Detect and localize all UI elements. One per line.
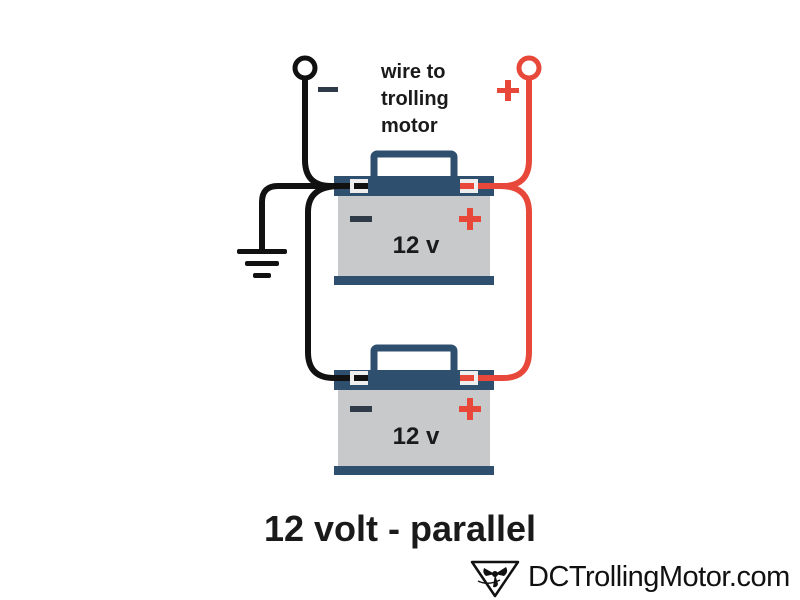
battery-voltage-label: 12 v bbox=[392, 232, 440, 259]
battery-lid bbox=[334, 370, 494, 390]
wire-label-line: trolling bbox=[381, 88, 449, 110]
ground-icon bbox=[237, 249, 287, 278]
positive-wiring bbox=[463, 75, 532, 381]
battery-positive-sign bbox=[459, 398, 481, 420]
battery-body bbox=[338, 196, 490, 276]
battery-base bbox=[334, 466, 494, 475]
battery-positive-sign bbox=[459, 208, 481, 230]
wire-label-line: motor bbox=[381, 115, 438, 137]
battery-negative-sign bbox=[350, 216, 372, 222]
diagram-caption: 12 volt - parallel bbox=[263, 508, 537, 549]
battery-negative-sign bbox=[350, 406, 372, 412]
negative-terminal-ring bbox=[292, 55, 318, 81]
wire-label-line: wire to bbox=[381, 61, 446, 83]
battery-terminals bbox=[350, 179, 478, 385]
positive-terminal-ring bbox=[516, 55, 542, 81]
negative-terminal-sign bbox=[318, 87, 338, 92]
battery-bottom bbox=[334, 344, 494, 475]
battery-lid bbox=[334, 176, 494, 196]
battery-body bbox=[338, 390, 490, 466]
positive-terminal-sign bbox=[497, 80, 519, 101]
propeller-logo-icon bbox=[470, 560, 520, 598]
brand-text: DCTrollingMotor.com bbox=[528, 561, 790, 593]
wire-to-motor-label: wire to trolling motor bbox=[381, 59, 501, 140]
battery-top bbox=[334, 150, 494, 285]
negative-wiring bbox=[259, 75, 367, 381]
battery-base bbox=[334, 276, 494, 285]
battery-voltage-label: 12 v bbox=[392, 423, 440, 450]
